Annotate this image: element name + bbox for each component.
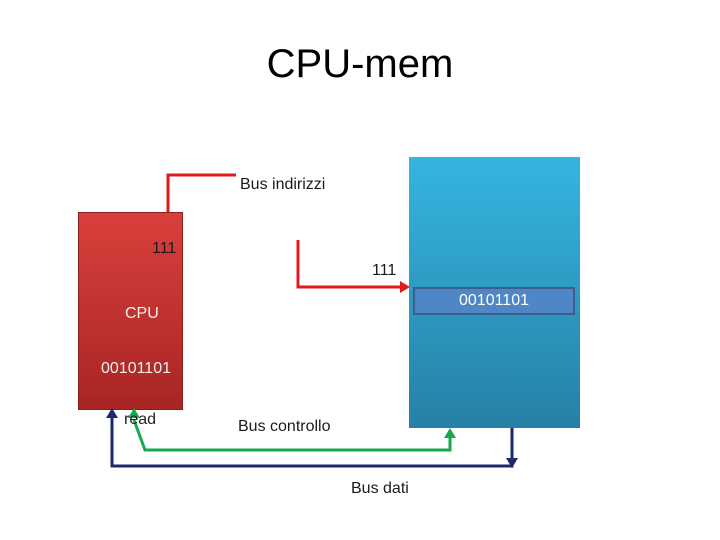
memory-cell: 00101101 bbox=[413, 287, 575, 315]
address-bus-label: Bus indirizzi bbox=[240, 176, 326, 193]
address-bus-arrowhead bbox=[400, 281, 410, 293]
memory-address-value: 111 bbox=[372, 262, 397, 279]
data-bus-arrowhead-mem bbox=[506, 458, 518, 468]
cpu-block bbox=[78, 212, 183, 410]
data-bus-arrowhead-cpu bbox=[106, 408, 118, 418]
control-bus-arrowhead-cpu bbox=[128, 408, 140, 418]
data-bus-label: Bus dati bbox=[351, 480, 409, 497]
page-title: CPU-mem bbox=[266, 42, 454, 86]
address-bus-cpu-segment bbox=[166, 173, 236, 212]
cpu-address-register: 111 bbox=[152, 240, 177, 257]
data-bus-line bbox=[110, 418, 514, 468]
control-bus-label: Bus controllo bbox=[238, 418, 331, 435]
read-signal-label: read bbox=[124, 411, 157, 428]
address-bus-mem-segment bbox=[296, 240, 400, 289]
cpu-data-register: 00101101 bbox=[101, 360, 171, 377]
cpu-label: CPU bbox=[125, 305, 159, 322]
control-bus-arrowhead-mem bbox=[444, 428, 456, 438]
control-bus-line bbox=[132, 419, 452, 452]
